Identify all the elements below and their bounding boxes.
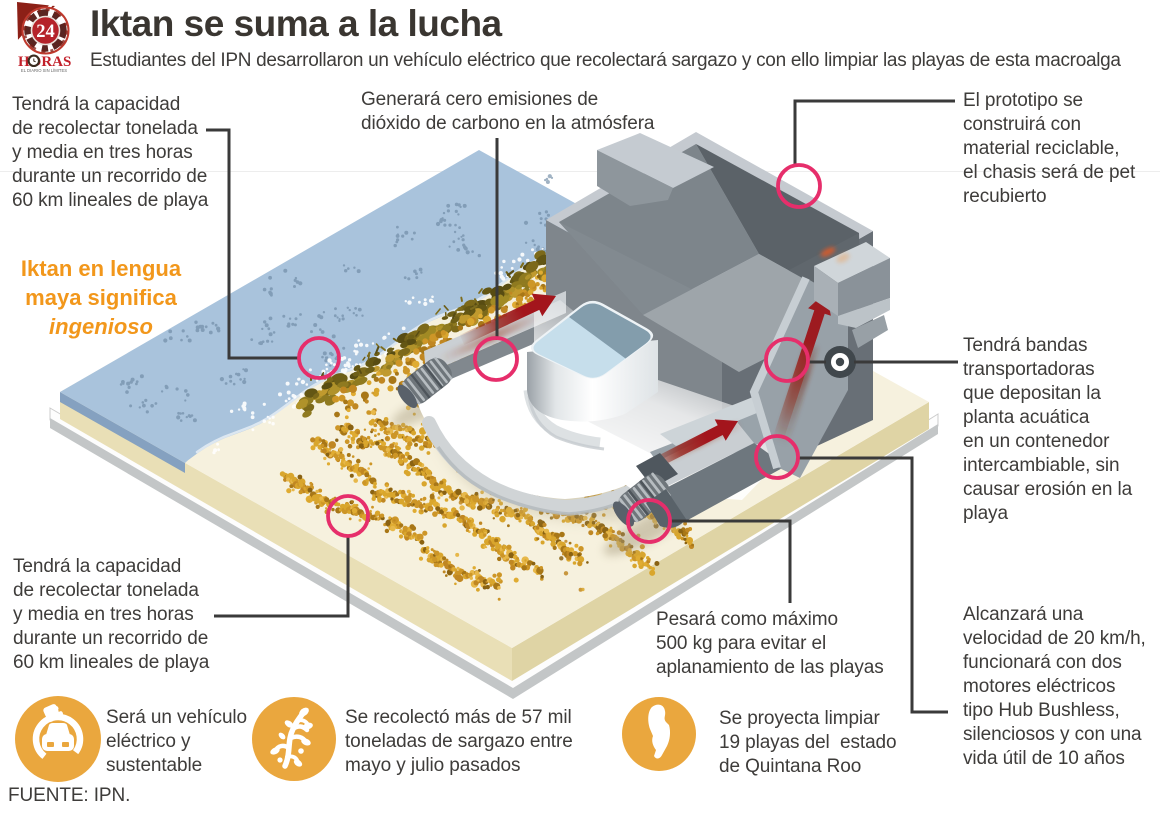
svg-text:24: 24 <box>36 22 55 42</box>
svg-text:EL DIARIO SIN LÍMITES: EL DIARIO SIN LÍMITES <box>21 68 67 73</box>
